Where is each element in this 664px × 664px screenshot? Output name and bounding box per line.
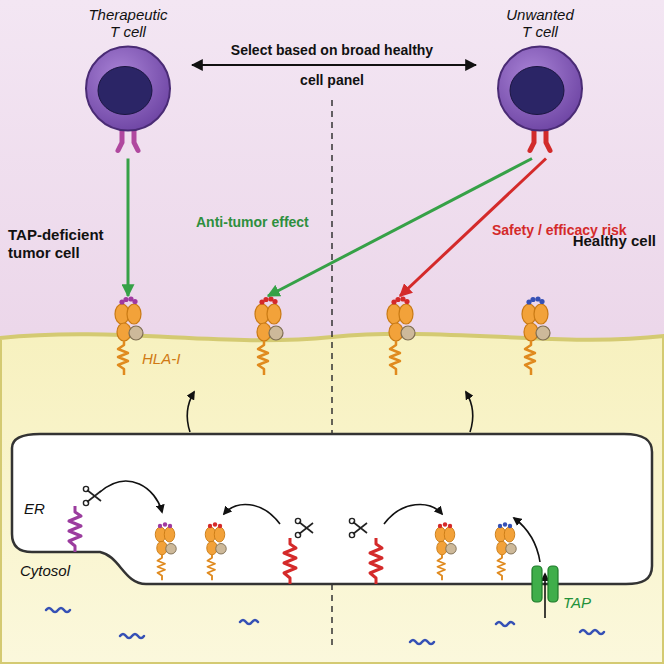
- t-cell: Therapeutic T cell: [68, 6, 188, 155]
- compartment-label: Cytosol: [20, 562, 70, 579]
- edge-label: Select based on broad healthy cell panel: [222, 35, 442, 95]
- t-cell: Unwanted T cell: [480, 6, 600, 155]
- molecule-label: HLA-I: [142, 350, 180, 367]
- molecule-label: TAP: [563, 594, 591, 611]
- cell-heading: TAP-deficient tumor cell: [8, 226, 120, 262]
- edge-label: Safety / efficacy risk: [492, 222, 656, 239]
- arrow: [127, 159, 130, 297]
- cell-region: Healthy cell: [332, 296, 664, 664]
- edge-label: Anti-tumor effect: [196, 214, 328, 231]
- cell-label: Unwanted T cell: [503, 6, 577, 41]
- cell-label: Therapeutic T cell: [86, 6, 170, 41]
- arrow: [192, 64, 476, 66]
- compartment-label: ER: [24, 500, 45, 517]
